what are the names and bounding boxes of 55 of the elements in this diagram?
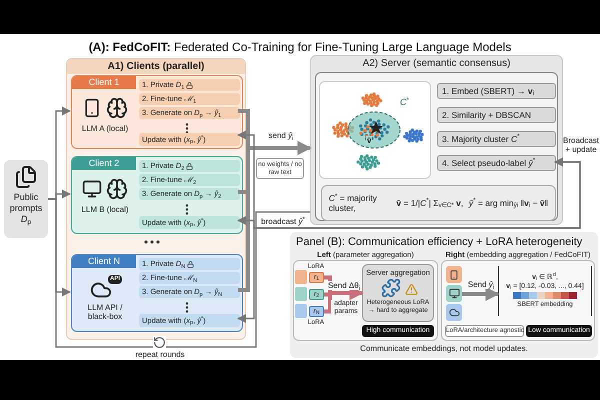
step-box (139, 286, 240, 298)
edge-label: Send ŷ$_{i}$ (466, 280, 496, 289)
server-box (362, 264, 434, 322)
step-box (139, 160, 240, 172)
edge-label: Send Δθ$_{i}$ (326, 281, 362, 290)
step-box (139, 174, 240, 186)
step-box (139, 79, 240, 91)
client-card (71, 254, 243, 332)
server-panel (310, 55, 563, 225)
formula-text: ŷ$^{*}$ = arg min$_{ŷi}$ ‖v$_{i}$ − v̄‖ (468, 196, 548, 210)
step-box (139, 133, 240, 146)
step-box (139, 188, 240, 200)
card-header: Client 2 (72, 157, 136, 170)
client-card (71, 156, 243, 234)
step-text: 2. Similarity + DBSCAN (442, 108, 532, 122)
formula-box (321, 185, 556, 221)
step-box (437, 131, 556, 147)
step-box (139, 258, 240, 270)
embedding-bracket (498, 266, 592, 316)
prompts-box (4, 160, 48, 238)
step-box (437, 107, 556, 123)
card-header: Client 1 (72, 76, 136, 89)
step-box (139, 272, 240, 284)
step-box (139, 314, 240, 327)
client-card (71, 75, 243, 149)
arrow (462, 287, 500, 301)
step-text: 4. Select pseudo-label ŷ$^{*}$ (442, 156, 536, 170)
cluster-label: C$^{*}$ (400, 96, 410, 109)
card-header: Client N (72, 255, 136, 268)
prompts-label: Public prompts D$_{p}$ (8, 192, 44, 225)
step-text: 1. Embed (SBERT) → v$_{i}$ (442, 84, 534, 98)
model-label: LLM B (local) (80, 205, 130, 214)
step-box (437, 155, 556, 171)
step-box (437, 83, 556, 99)
step-box (139, 107, 240, 119)
model-label: LLM A (local) (80, 124, 130, 133)
formula-text: C$^{*}$ = majority cluster, (328, 193, 378, 213)
panel-heading: Panel (B): Communication efficiency + LoRA heterogeneity (296, 235, 582, 250)
step-box (139, 216, 240, 229)
panel-heading: A2) Server (semantic consensus) (362, 57, 512, 71)
model-label: LLM API / black-box (86, 303, 124, 321)
comparison-panel (290, 232, 598, 358)
cluster-plot (319, 81, 431, 179)
device-column (446, 266, 462, 322)
step-text: 3. Majority cluster C$^{*}$ (442, 132, 520, 146)
centroid-label: v̄ (366, 136, 372, 145)
step-box (139, 93, 240, 105)
diagram-title: (A): FedCoFIT: Federated Co-Training for Fine-Tuning Large Language Models (88, 39, 512, 56)
edge-label: Broadcast + update (563, 136, 599, 154)
panel-heading: A1) Clients (parallel) (67, 59, 245, 74)
arrow (238, 141, 312, 292)
arrow (237, 158, 581, 323)
clients-panel (66, 58, 246, 340)
summary-text: Communicate embeddings, not model updates. (359, 343, 529, 355)
formula-text: v̄ = 1/|C$^{*}$| Σ$_{v∈C*}$ v, (396, 196, 464, 210)
